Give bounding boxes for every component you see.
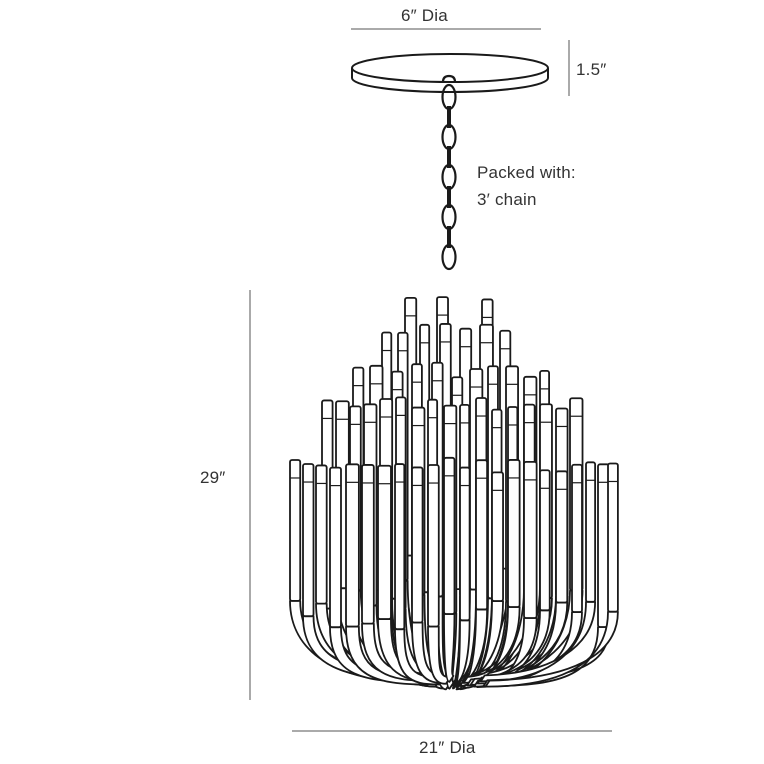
rod <box>411 466 448 684</box>
chain-link <box>441 203 457 231</box>
rod <box>466 460 538 687</box>
chain-link <box>441 243 457 271</box>
rod <box>427 464 451 685</box>
rod <box>377 464 440 683</box>
rod <box>479 461 597 683</box>
rod <box>315 464 427 682</box>
rod <box>452 466 471 690</box>
rod <box>443 456 456 683</box>
chain-link <box>441 163 457 191</box>
rod <box>462 459 521 684</box>
rod <box>455 459 489 691</box>
rod <box>473 470 569 688</box>
rod <box>394 463 444 686</box>
packed-note-line1: Packed with: <box>477 163 576 182</box>
chain <box>441 74 457 271</box>
rod <box>459 471 504 687</box>
chain-link <box>441 123 457 151</box>
rod <box>345 463 433 686</box>
dimension-lines <box>249 28 612 732</box>
overall-diameter-label: 21″ Dia <box>419 738 476 757</box>
packed-note-line2: 3′ chain <box>477 190 537 209</box>
rod <box>469 469 551 686</box>
chandelier-body <box>289 296 619 691</box>
rod <box>484 462 619 688</box>
rod <box>476 463 583 685</box>
overall-height-label: 29″ <box>200 468 226 487</box>
canopy <box>351 53 549 93</box>
canopy-height-label: 1.5″ <box>576 60 607 79</box>
rod <box>361 464 437 682</box>
chain-hook <box>441 74 457 83</box>
